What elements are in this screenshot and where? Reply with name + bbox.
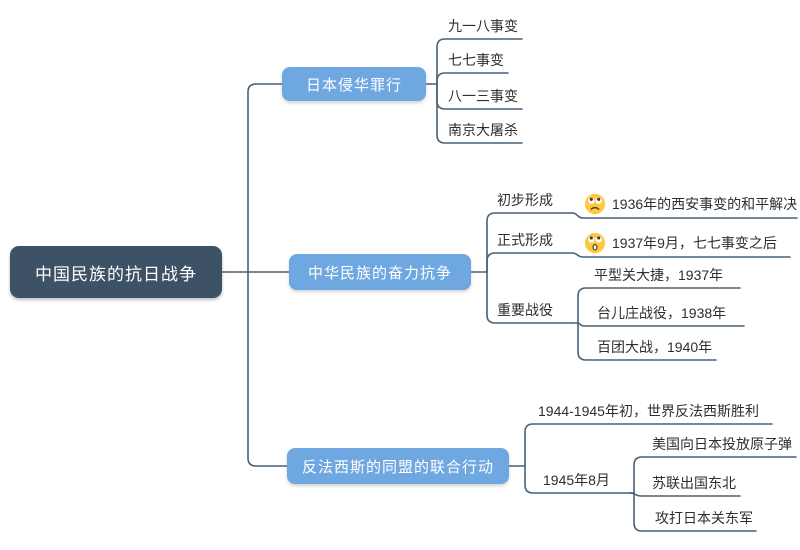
topic-nanjing-massacre[interactable]: 南京大屠杀	[448, 120, 518, 140]
connector-b1-c4	[436, 83, 523, 144]
topic-label: 1937年9月，七七事变之后	[612, 235, 777, 251]
branch-topic-label: 中华民族的奋力抗争	[307, 264, 452, 282]
topic-label: 1944-1945年初，世界反法西斯胜利	[538, 403, 759, 419]
connector-root-branch3	[247, 271, 288, 467]
topic-july7-incident[interactable]: 七七事变	[448, 50, 504, 70]
connector-b2-c3	[486, 271, 573, 324]
surprised-face-emoji-icon	[584, 232, 606, 254]
connector-b3-c2-g2	[629, 492, 741, 497]
branch-topic-japan-crimes[interactable]: 日本侵华罪行	[282, 67, 426, 101]
topic-label: 正式形成	[497, 232, 553, 248]
topic-label: 初步形成	[497, 192, 553, 208]
topic-august-1945[interactable]: 1945年8月	[543, 470, 610, 490]
root-topic[interactable]: 中国民族的抗日战争	[10, 246, 222, 298]
topic-formal-formation[interactable]: 正式形成	[497, 230, 553, 250]
connector-b2-c1-g1	[571, 212, 798, 219]
topic-xian-incident[interactable]: 1936年的西安事变的和平解决	[584, 193, 797, 215]
topic-sep18-incident[interactable]: 九一八事变	[448, 16, 518, 36]
topic-label: 平型关大捷，1937年	[594, 267, 724, 283]
branch-topic-national-resistance[interactable]: 中华民族的奋力抗争	[289, 254, 471, 290]
topic-label: 七七事变	[448, 52, 504, 68]
connector-b2-c2	[486, 252, 573, 273]
branch-topic-label: 日本侵华罪行	[305, 76, 402, 94]
topic-label: 美国向日本投放原子弹	[652, 436, 792, 452]
connector-b2-c2-g1	[571, 252, 791, 258]
root-topic-label: 中国民族的抗日战争	[35, 264, 197, 284]
connector-b3-c2	[524, 465, 631, 494]
topic-important-battles[interactable]: 重要战役	[497, 300, 553, 320]
topic-hundred-regiments[interactable]: 百团大战，1940年	[597, 337, 712, 357]
connector-b3-c2-g1	[633, 456, 797, 494]
topic-kwantung-army[interactable]: 攻打日本关东军	[655, 508, 753, 528]
branch-topic-allied-action[interactable]: 反法西斯的同盟的联合行动	[287, 448, 509, 484]
connector-b1-c1	[436, 38, 523, 85]
topic-label: 八一三事变	[448, 88, 518, 104]
topic-label: 台儿庄战役，1938年	[597, 305, 727, 321]
topic-label: 攻打日本关东军	[655, 510, 753, 526]
topic-label: 南京大屠杀	[448, 122, 518, 138]
topic-atomic-bombs[interactable]: 美国向日本投放原子弹	[652, 434, 792, 454]
topic-initial-formation[interactable]: 初步形成	[497, 190, 553, 210]
connector-b2-c1	[486, 212, 573, 273]
topic-aug13-incident[interactable]: 八一三事变	[448, 86, 518, 106]
topic-label: 1936年的西安事变的和平解决	[612, 196, 798, 212]
topic-label: 苏联出国东北	[652, 475, 736, 491]
connector-root-branch1	[247, 83, 283, 273]
connector-b3-c2-g3	[633, 492, 757, 532]
branch-topic-label: 反法西斯的同盟的联合行动	[301, 458, 494, 476]
topic-label: 重要战役	[497, 302, 553, 318]
connector-b1-c2	[436, 72, 509, 85]
connector-b2-c3-g1	[577, 287, 741, 324]
topic-label: 百团大战，1940年	[597, 339, 713, 355]
topic-antifascist-victory[interactable]: 1944-1945年初，世界反法西斯胜利	[538, 401, 759, 421]
topic-label: 1945年8月	[543, 472, 610, 488]
connector-b2-c3-g2	[577, 322, 745, 327]
topic-taierzhuang-battle[interactable]: 台儿庄战役，1938年	[597, 303, 726, 323]
topic-soviet-northeast[interactable]: 苏联出国东北	[652, 473, 736, 493]
connector-b3-c1	[524, 423, 773, 467]
topic-pingxingguan-battle[interactable]: 平型关大捷，1937年	[594, 265, 723, 285]
sad-face-emoji-icon	[584, 193, 606, 215]
topic-sep-1937[interactable]: 1937年9月，七七事变之后	[584, 232, 777, 254]
topic-label: 九一八事变	[448, 18, 518, 34]
connector-b2-c3-g3	[577, 322, 717, 361]
